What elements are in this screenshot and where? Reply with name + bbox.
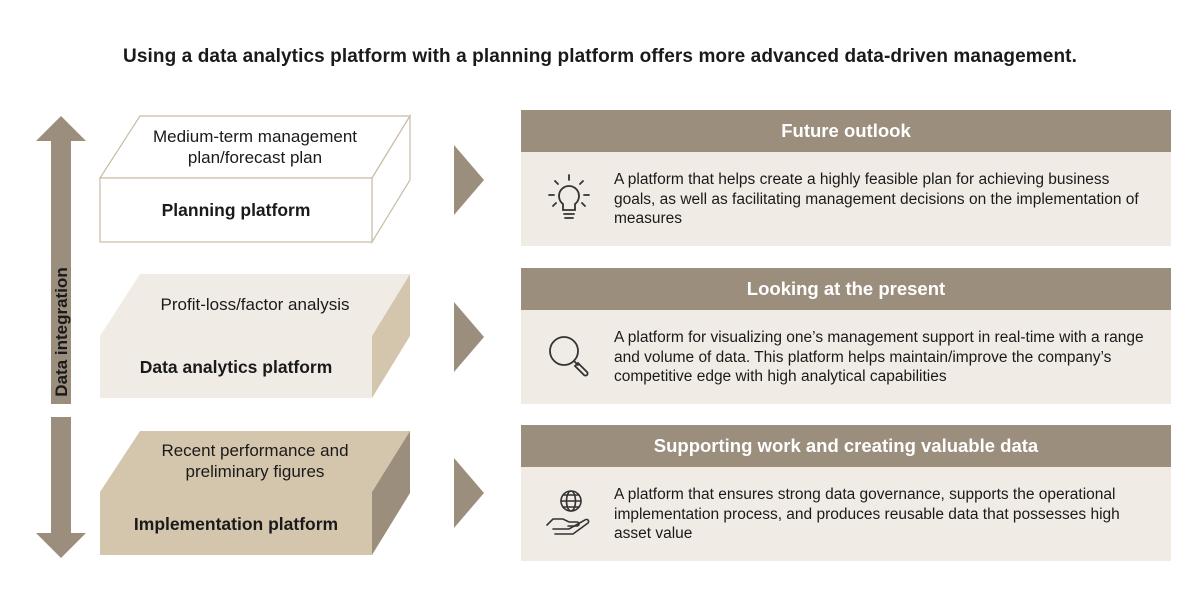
panel-supporting-work: A platform that ensures strong data gove… [521, 467, 1171, 561]
panel-header-looking-at-present: Looking at the present [521, 268, 1171, 310]
arrow-right-icon [454, 302, 484, 372]
page-title: Using a data analytics platform with a p… [123, 46, 1077, 67]
planning-platform-box [98, 113, 412, 245]
axis-label-data-integration: Data integration [52, 267, 71, 397]
arrow-right-icon [454, 458, 484, 528]
panel-header-supporting-work: Supporting work and creating valuable da… [521, 425, 1171, 467]
data-analytics-platform-label: Data analytics platform [139, 357, 333, 377]
panel-description: A platform that helps create a highly fe… [614, 171, 1139, 227]
panel-header-future-outlook: Future outlook [521, 110, 1171, 152]
panel-future-outlook: A platform that helps create a highly fe… [521, 152, 1171, 246]
arrow-right-icon [454, 145, 484, 215]
planning-platform-label: Planning platform [161, 200, 311, 220]
analytics-top-text: Profit-loss/factor analysis [160, 295, 350, 314]
panel-description: A platform for visualizing one’s managem… [614, 329, 1144, 385]
implementation-top-text: Recent performance and preliminary figur… [161, 441, 349, 481]
data-analytics-platform-box [100, 274, 410, 398]
implementation-platform-label: Implementation platform [133, 514, 339, 534]
magnifier-icon [549, 336, 589, 377]
lightbulb-icon [548, 174, 590, 219]
implementation-platform-box [100, 431, 410, 555]
panel-description: A platform that ensures strong data gove… [614, 486, 1120, 542]
data-integration-arrow [36, 116, 86, 558]
panel-looking-at-present: A platform for visualizing one’s managem… [521, 310, 1171, 404]
globe-hand-icon [546, 490, 590, 535]
planning-top-text: Medium-term management plan/forecast pla… [152, 127, 358, 167]
